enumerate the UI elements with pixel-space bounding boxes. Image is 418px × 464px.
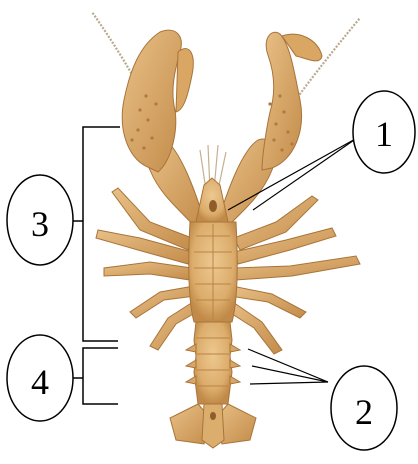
label-1-text: 1 — [375, 114, 393, 154]
tail-fan — [170, 404, 256, 448]
abdomen — [186, 322, 240, 404]
label-2-callout: 2 — [248, 349, 397, 450]
label-2-text: 2 — [355, 392, 373, 432]
label-4-text: 4 — [31, 362, 49, 402]
label-4-callout: 4 — [7, 335, 118, 421]
label-4-bracket — [83, 348, 118, 404]
label-3-text: 3 — [31, 204, 49, 244]
right-walking-legs — [226, 196, 360, 354]
left-claw — [122, 30, 204, 228]
